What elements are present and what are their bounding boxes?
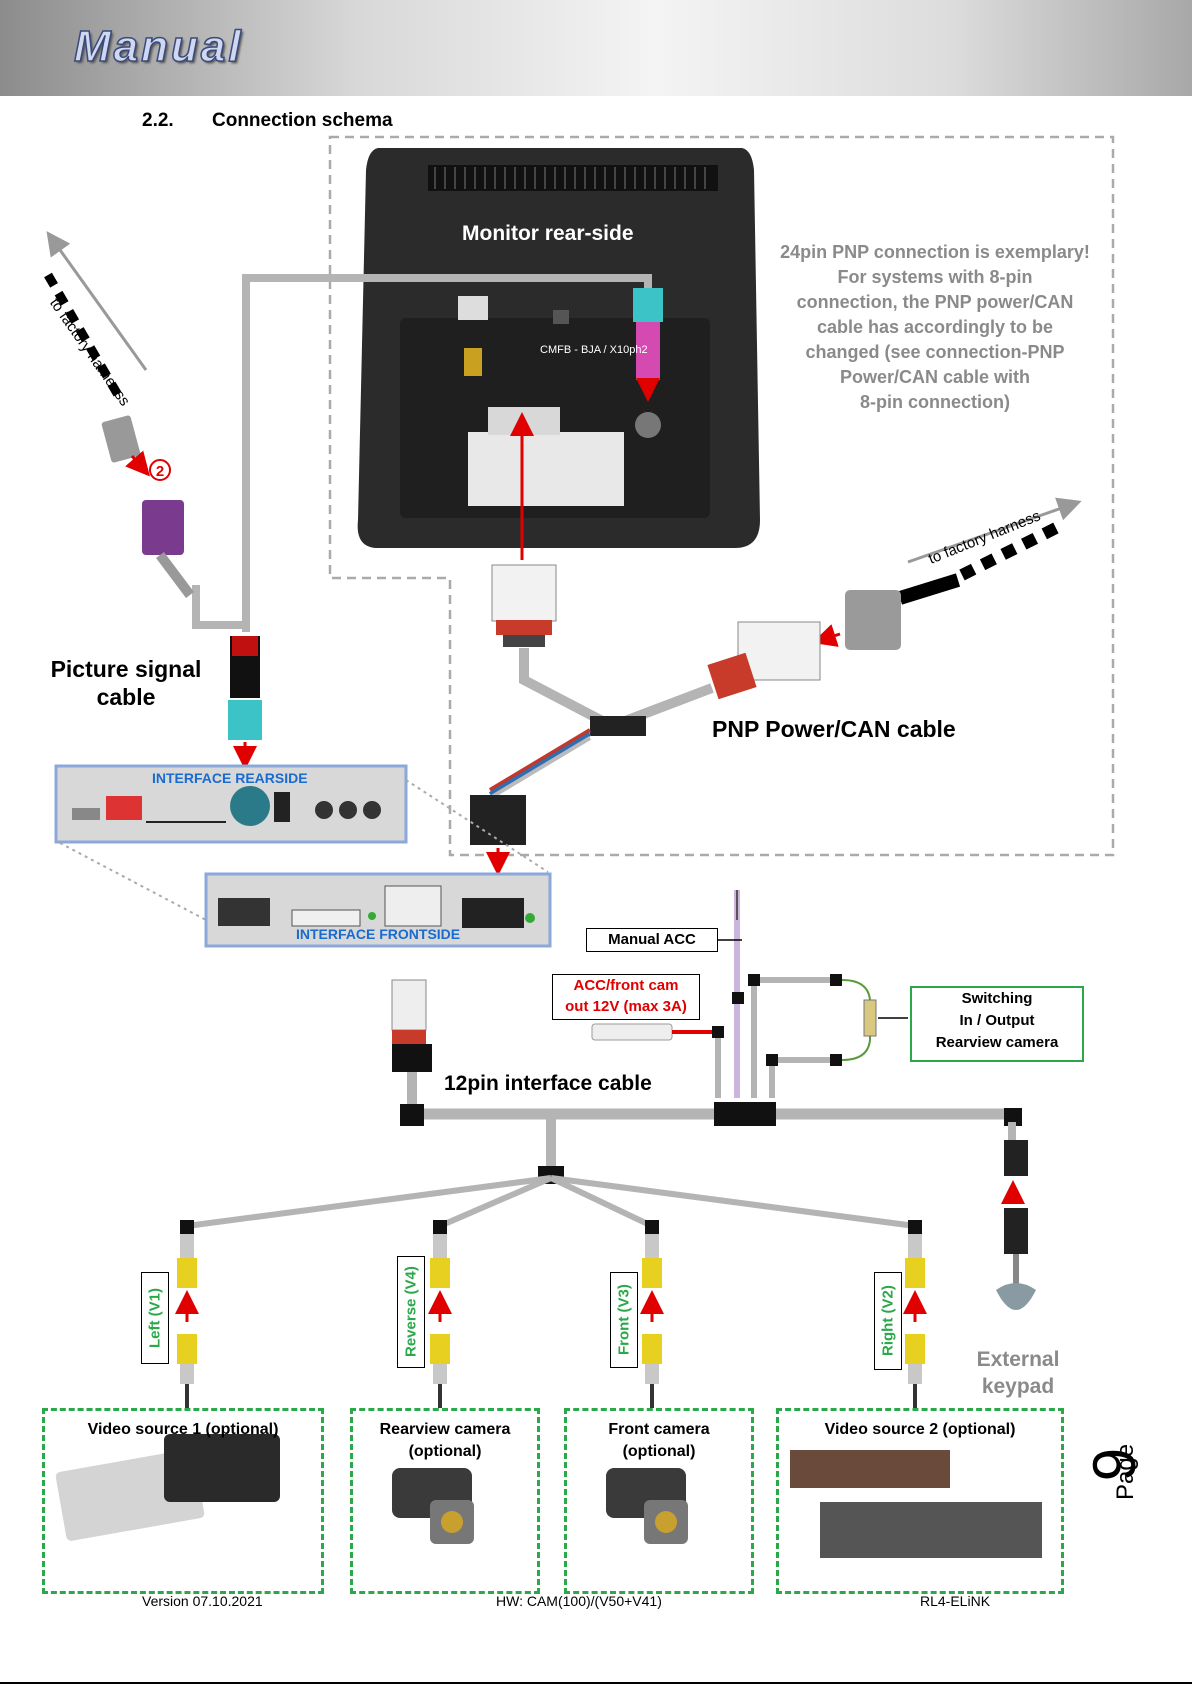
acc-front-line-2: out 12V (max 3A) [565,998,687,1015]
note-line-7: 8-pin connection) [860,392,1010,412]
source-rearview-line-2: (optional) [408,1443,482,1460]
picture-signal-line-1: Picture signal [50,656,202,682]
monitor-model: CMFB - BJA / X10ph2 [540,344,648,356]
keypad-line-2: keypad [981,1375,1055,1398]
source-box-front: Front camera (optional) [564,1408,754,1594]
badge-number: 2 [156,463,164,480]
source-box-video1: Video source 1 (optional) [42,1408,324,1594]
source-front-line-2: (optional) [622,1443,696,1460]
interface-rear-label: INTERFACE REARSIDE [152,770,308,786]
footer-version: Version 07.10.2021 [142,1593,263,1609]
note-line-3: connection, the PNP power/CAN [796,292,1074,312]
source-front-line-1: Front camera [608,1421,710,1438]
switching-line-3: Rearview camera [935,1034,1059,1051]
monitor-zone-outline [328,135,1115,857]
source-front-title: Front camera (optional) [567,1419,751,1463]
source-rearview-line-1: Rearview camera [379,1421,511,1438]
rca-plugs [175,1234,927,1408]
note-line-4: cable has accordingly to be [816,317,1054,337]
acc-front-cam-box: ACC/front cam out 12V (max 3A) [552,974,700,1020]
interface-front-label: INTERFACE FRONTSIDE [296,926,461,942]
input-label-left: Left (V1) [141,1272,169,1364]
keypad-label: External keypad [966,1346,1070,1400]
switching-box: Switching In / Output Rearview camera [910,986,1084,1062]
source-rearview-title: Rearview camera (optional) [353,1419,537,1463]
acc-front-line-1: ACC/front cam [573,977,679,994]
note-line-1: 24pin PNP connection is exemplary! [780,242,1090,262]
header-banner: Manual [0,0,1192,96]
manual-acc-box: Manual ACC [586,928,718,952]
footer-hw: HW: CAM(100)/(V50+V41) [496,1593,662,1609]
source-box-rearview: Rearview camera (optional) [350,1408,540,1594]
section-number: 2.2. [142,110,174,131]
input-label-front: Front (V3) [610,1272,638,1368]
cable-12pin-label: 12pin interface cable [444,1072,652,1095]
switching-line-1: Switching [961,990,1033,1007]
picture-signal-label: Picture signal cable [44,655,208,711]
keypad-line-1: External [976,1348,1060,1371]
manual-logo: Manual [73,21,244,72]
pnp-cable-label: PNP Power/CAN cable [712,716,956,742]
source-video2-title: Video source 2 (optional) [824,1421,1016,1438]
monitor-rear [357,148,760,548]
footer-product: RL4-ELiNK [920,1593,991,1609]
source-video1-title: Video source 1 (optional) [87,1421,279,1438]
note-line-6: Power/CAN cable with [839,367,1031,387]
picture-signal-line-2: cable [96,684,156,710]
pnp-note: 24pin PNP connection is exemplary! For s… [760,240,1110,415]
switching-line-2: In / Output [959,1012,1035,1029]
source-box-video2: Video source 2 (optional) [776,1408,1064,1594]
page-number: 9 [1081,1447,1149,1482]
note-line-5: changed (see connection-PNP [805,342,1065,362]
note-line-2: For systems with 8-pin [837,267,1033,287]
input-label-reverse: Reverse (V4) [397,1256,425,1368]
section-title: Connection schema [212,110,393,131]
input-label-right: Right (V2) [874,1272,902,1370]
monitor-label: Monitor rear-side [462,222,634,245]
